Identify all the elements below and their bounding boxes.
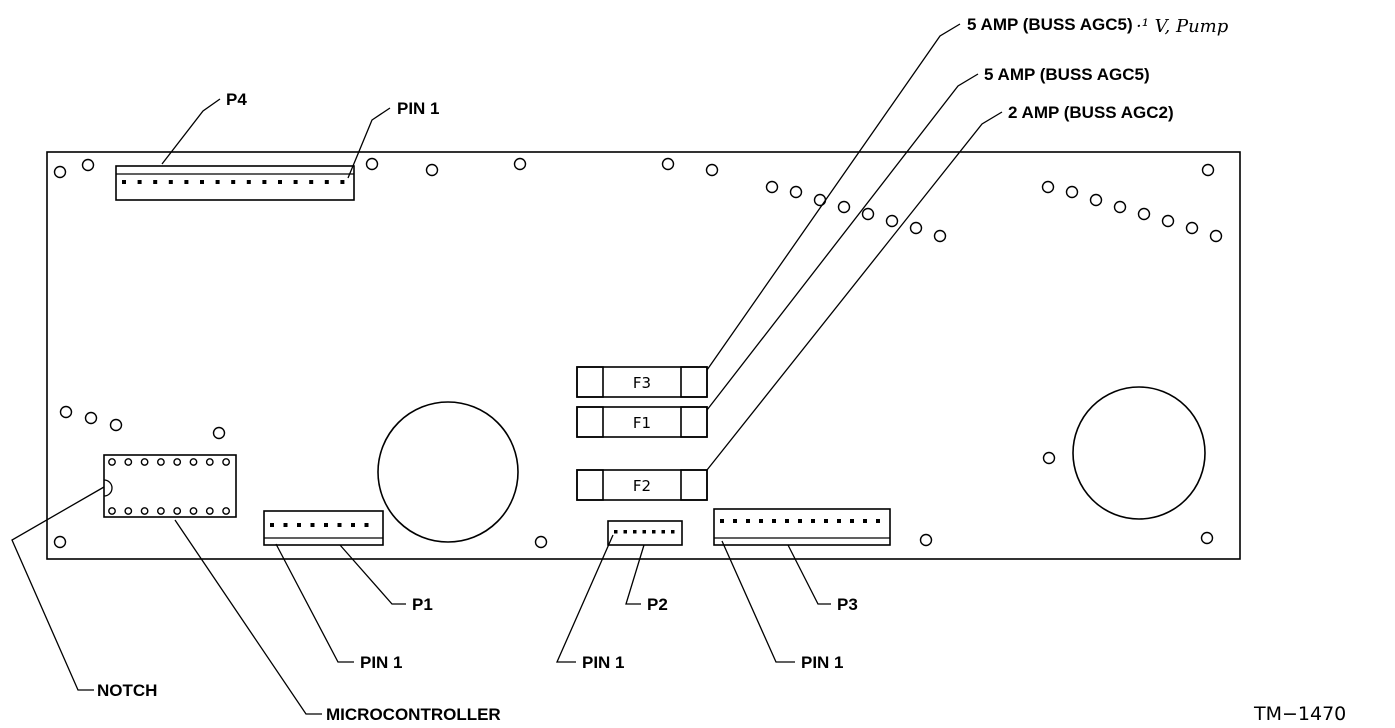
fuse-f3-label: F3 — [633, 374, 651, 392]
connector-p3 — [713, 508, 891, 546]
label-fuse-f2-rating: 2 AMP (BUSS AGC2) — [1008, 103, 1174, 122]
p3-pin — [850, 519, 854, 523]
fuse-f2: F2 — [576, 469, 708, 501]
p4-pin — [309, 180, 314, 184]
p1-pin — [310, 523, 315, 527]
p1-pin — [351, 523, 355, 527]
connector-p1 — [263, 510, 384, 546]
p4-pin — [168, 180, 173, 184]
p4-pin — [262, 180, 267, 184]
label-fuse-f3-rating: 5 AMP (BUSS AGC5) — [967, 15, 1133, 34]
p3-pin — [811, 519, 815, 523]
connector-p2 — [607, 520, 683, 546]
label-fuse-f1-rating: 5 AMP (BUSS AGC5) — [984, 65, 1150, 84]
p3-pin — [863, 519, 867, 523]
label-fuse-f3-note: ·¹ V, Pump — [1136, 16, 1229, 37]
p4-pin — [215, 180, 220, 184]
p1-pin — [283, 523, 288, 527]
figure-code: TM−1470 — [1253, 703, 1346, 725]
fuse-f2-label: F2 — [633, 477, 651, 495]
ic-pin — [108, 458, 116, 466]
label-p4: P4 — [226, 90, 247, 109]
p4-pin — [200, 180, 204, 184]
fuse-f1: F1 — [576, 406, 708, 438]
ic-pin — [222, 507, 231, 515]
ic-pin — [173, 458, 182, 466]
p3-pin — [798, 519, 802, 523]
p3-pin — [837, 519, 841, 523]
p4-pin — [293, 180, 298, 184]
p4-pin — [340, 180, 345, 184]
ic-pin — [222, 458, 231, 466]
p3-pin — [785, 519, 789, 523]
label-p1-pin1: PIN 1 — [360, 653, 403, 672]
p2-pin — [652, 530, 656, 534]
ic-pin — [189, 458, 198, 466]
connector-p4 — [115, 165, 355, 201]
p2-pin — [671, 530, 675, 534]
p3-pin — [720, 519, 724, 523]
microcontroller-ic — [103, 454, 237, 518]
mounting-holes — [53, 157, 1223, 549]
p1-pin — [324, 523, 328, 527]
p1-pin — [270, 523, 274, 527]
ic-pin — [140, 458, 149, 466]
p3-pin — [772, 519, 776, 523]
ic-pin — [173, 507, 182, 515]
ic-pin — [189, 507, 198, 515]
label-p1: P1 — [412, 595, 433, 614]
p1-pin — [337, 523, 342, 527]
board-outline — [46, 151, 1241, 560]
p2-pin — [661, 530, 665, 534]
label-notch: NOTCH — [97, 681, 157, 700]
p1-pin — [297, 523, 301, 527]
large-cutout-right — [1072, 386, 1206, 520]
p2-pin — [614, 530, 618, 534]
label-p4-pin1: PIN 1 — [397, 99, 440, 118]
p2-pin — [642, 530, 646, 534]
label-p2-pin1: PIN 1 — [582, 653, 625, 672]
p4-pin — [184, 180, 189, 184]
large-cutout-left — [377, 401, 519, 543]
p3-pin — [733, 519, 737, 523]
label-microcontroller: MICROCONTROLLER — [326, 705, 501, 724]
p3-pin — [876, 519, 880, 523]
p4-pin — [324, 180, 329, 184]
ic-pin — [108, 507, 116, 515]
ic-pin — [156, 507, 165, 515]
p3-pin — [824, 519, 828, 523]
fuse-f1-label: F1 — [633, 414, 651, 432]
p2-pin — [633, 530, 637, 534]
fuse-f3: F3 — [576, 366, 708, 398]
p1-pin — [364, 523, 369, 527]
p4-pin — [137, 180, 142, 184]
p4-pin — [278, 180, 282, 184]
p4-pin — [153, 180, 158, 184]
ic-pin — [156, 458, 165, 466]
ic-pin — [140, 507, 149, 515]
p3-pin — [746, 519, 750, 523]
p4-pin — [246, 180, 251, 184]
label-p2: P2 — [647, 595, 668, 614]
leader-lines — [11, 23, 1003, 715]
p3-pin — [759, 519, 763, 523]
ic-pin — [124, 458, 133, 466]
p2-pin — [623, 530, 627, 534]
label-p3-pin1: PIN 1 — [801, 653, 844, 672]
ic-pin — [124, 507, 133, 515]
p4-pin — [231, 180, 236, 184]
ic-pin — [205, 507, 214, 515]
ic-pin — [205, 458, 214, 466]
label-p3: P3 — [837, 595, 858, 614]
p4-pin — [122, 180, 126, 184]
